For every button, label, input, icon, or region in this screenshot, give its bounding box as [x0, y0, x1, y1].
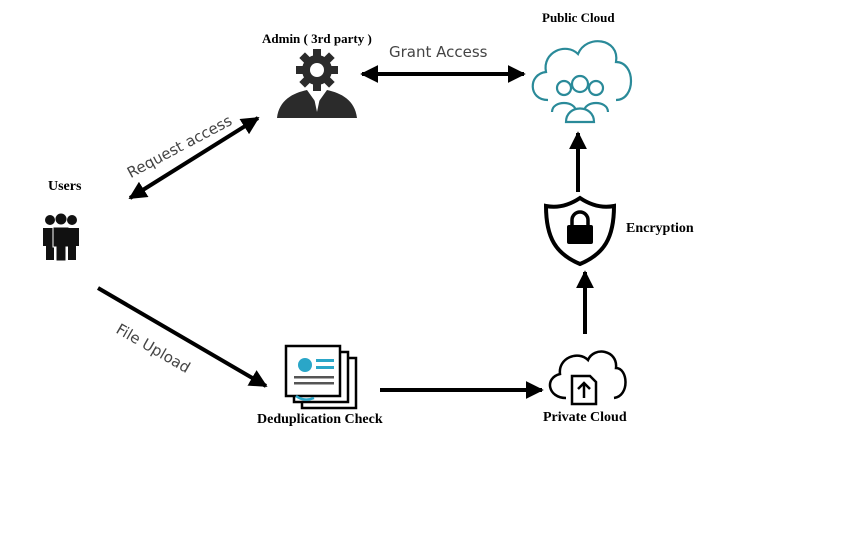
node-label-users: Users — [48, 179, 82, 194]
edge-users-dedup — [96, 286, 268, 388]
node-label-public-cloud: Public Cloud — [542, 10, 615, 25]
cloud-users-icon — [531, 40, 632, 124]
node-label-encryption: Encryption — [626, 221, 694, 236]
shield-lock-icon — [543, 195, 617, 267]
documents-icon — [284, 344, 358, 410]
node-label-admin: Admin ( 3rd party ) — [262, 31, 372, 46]
edge-label-grant-access: Grant Access — [389, 43, 488, 61]
cloud-upload-icon — [548, 350, 627, 406]
users-group-icon — [43, 213, 79, 262]
node-label-private-cloud: Private Cloud — [543, 410, 627, 425]
edge-users-admin — [128, 116, 260, 200]
node-label-dedup: Deduplication Check — [257, 412, 383, 427]
admin-gear-icon — [277, 49, 357, 118]
